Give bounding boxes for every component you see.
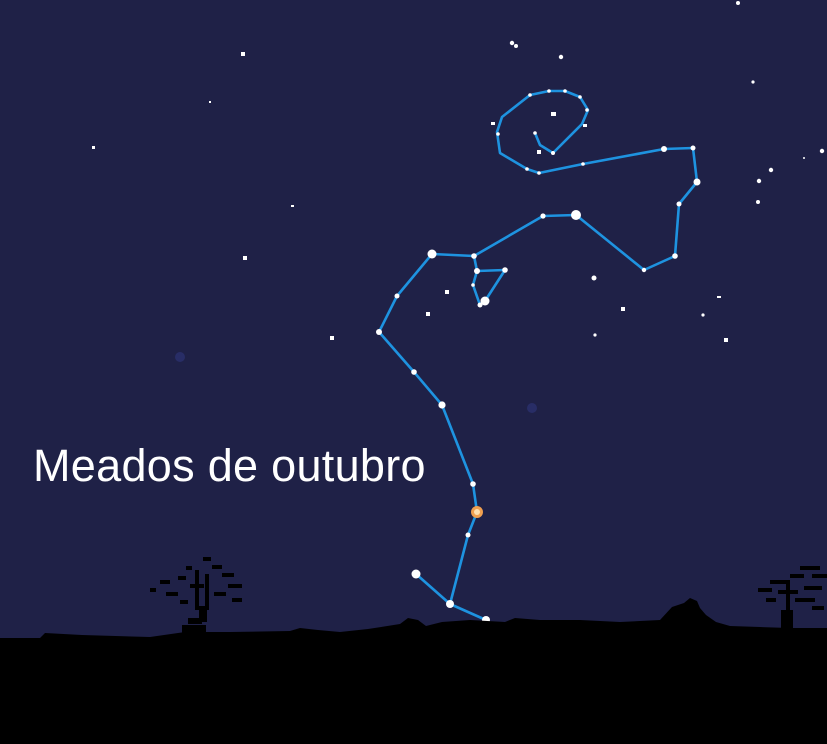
bright-star xyxy=(427,249,437,259)
bright-star xyxy=(480,296,490,306)
star xyxy=(547,89,551,93)
star xyxy=(693,178,701,186)
star xyxy=(558,54,564,60)
star xyxy=(533,131,537,135)
constellation-stars xyxy=(376,89,701,624)
bright-star xyxy=(571,210,581,220)
star xyxy=(394,293,400,299)
caption-label: Meados de outubro xyxy=(33,440,426,491)
star xyxy=(445,290,449,294)
star xyxy=(525,167,529,171)
star xyxy=(803,157,805,159)
ground-horizon xyxy=(0,598,827,744)
star xyxy=(470,481,476,487)
orange-star-core xyxy=(474,509,480,515)
star xyxy=(768,167,774,173)
star xyxy=(537,171,541,175)
star xyxy=(690,145,696,151)
background-stars xyxy=(92,1,825,342)
star xyxy=(209,101,211,103)
star xyxy=(509,40,515,46)
star xyxy=(621,307,625,311)
star xyxy=(593,333,597,337)
tree-right xyxy=(758,566,827,630)
star xyxy=(563,89,567,93)
star xyxy=(92,146,95,149)
star xyxy=(641,267,647,273)
star xyxy=(583,124,587,127)
star xyxy=(502,267,508,273)
star xyxy=(477,302,483,308)
star xyxy=(528,93,532,97)
star xyxy=(551,112,556,116)
star xyxy=(581,162,585,166)
star xyxy=(585,108,589,112)
star xyxy=(540,213,546,219)
faint-nebula xyxy=(175,352,185,362)
star xyxy=(438,401,446,409)
tree-left xyxy=(150,557,242,633)
star xyxy=(514,44,518,48)
star xyxy=(751,80,755,84)
faint-nebula xyxy=(527,403,537,413)
star xyxy=(243,256,247,260)
star xyxy=(661,146,667,152)
star xyxy=(465,532,471,538)
star xyxy=(578,95,582,99)
star xyxy=(471,283,475,287)
bright-star xyxy=(411,569,421,579)
star xyxy=(491,122,495,125)
star xyxy=(736,1,740,5)
bright-star xyxy=(446,600,454,608)
star xyxy=(591,275,597,281)
star xyxy=(376,329,382,335)
star xyxy=(241,52,245,56)
star xyxy=(426,312,430,316)
star xyxy=(551,151,555,155)
star xyxy=(672,253,678,259)
star xyxy=(756,200,760,204)
star xyxy=(819,148,825,154)
star xyxy=(474,268,480,274)
star xyxy=(411,369,417,375)
star xyxy=(717,296,721,298)
star xyxy=(676,201,682,207)
star xyxy=(537,150,541,154)
star xyxy=(291,205,294,207)
constellation-branch xyxy=(414,572,452,606)
constellation-main-path xyxy=(377,89,699,622)
star xyxy=(496,132,500,136)
star xyxy=(330,336,334,340)
star xyxy=(724,338,728,342)
star xyxy=(471,253,477,259)
star xyxy=(756,178,762,184)
star xyxy=(701,313,705,317)
